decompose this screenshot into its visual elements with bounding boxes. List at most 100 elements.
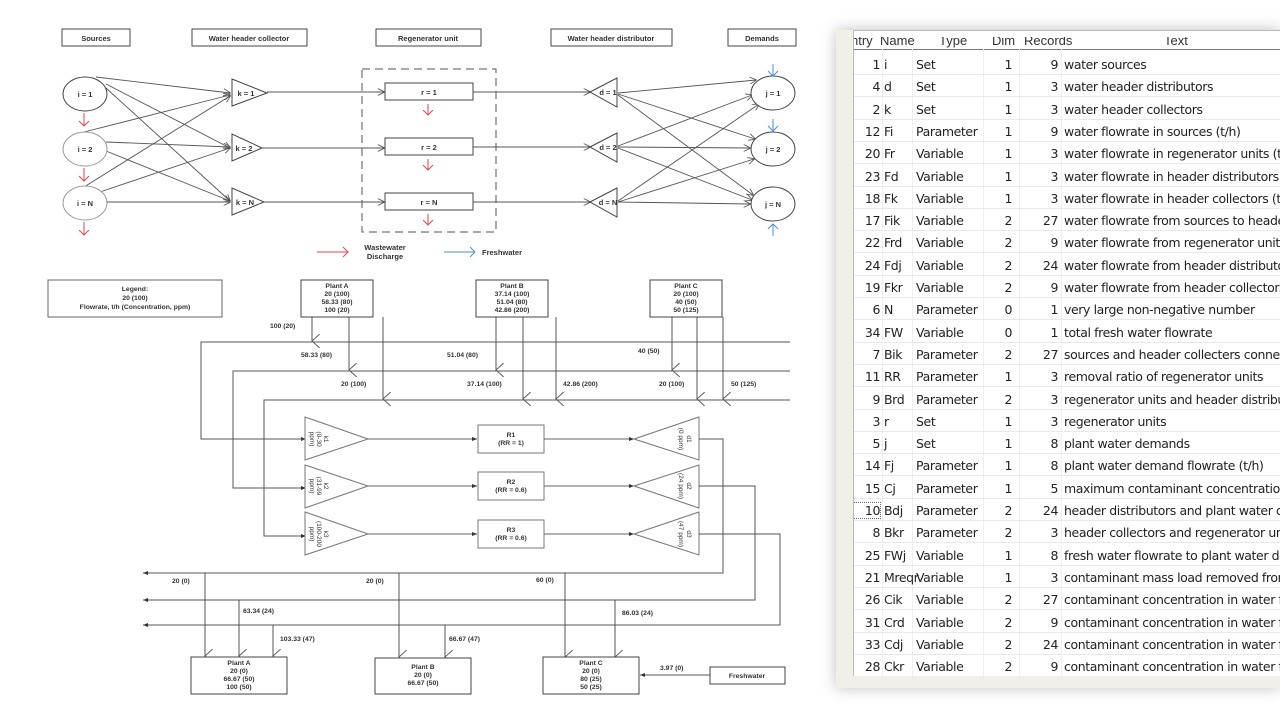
column-type[interactable]: Type — [939, 37, 968, 48]
svg-text:j = 2: j = 2 — [765, 145, 781, 154]
cell-entry: 31 — [864, 614, 881, 630]
r-to-d-links — [544, 437, 634, 536]
column-divider — [882, 49, 883, 676]
cell-type: Variable — [916, 257, 964, 273]
cell-dim: 1 — [1004, 79, 1012, 95]
svg-text:k2: k2 — [322, 483, 329, 490]
column-name[interactable]: Name — [880, 37, 915, 48]
cell-records: 27 — [1042, 592, 1059, 608]
cell-name: Bdj — [884, 503, 903, 518]
cell-records: 3 — [1050, 168, 1058, 184]
distributor-d1: d1 (0 ppm) — [632, 416, 700, 461]
water-network-diagram: Sources Water header collector Regenerat… — [47, 28, 797, 695]
svg-text:Legend:: Legend: — [122, 286, 148, 293]
cell-dim: 2 — [1004, 235, 1012, 251]
svg-text:(47 ppm): (47 ppm) — [677, 521, 684, 547]
cell-text: water flowrate from header collectors to… — [1064, 280, 1280, 295]
svg-text:d1: d1 — [685, 435, 692, 443]
cell-text: contaminant mass load removed from rege.… — [1064, 569, 1280, 585]
regenerator-wastewater-arrows — [422, 104, 434, 226]
svg-text:51.04 (80): 51.04 (80) — [497, 299, 528, 306]
distributor-d2: d2 (24 ppm) — [632, 464, 700, 509]
cell-name: Fk — [884, 190, 898, 206]
cell-name: Fi — [884, 123, 893, 139]
cell-records: 9 — [1050, 614, 1058, 630]
cell-entry: 19 — [864, 280, 881, 295]
svg-text:20 (0): 20 (0) — [414, 672, 432, 679]
cell-dim: 2 — [1004, 592, 1012, 608]
freshwater-source-box: Freshwater — [709, 666, 786, 685]
demand-plant-b: Plant B 20 (0) 66.67 (50) — [374, 657, 472, 695]
cell-text: regenerator units — [1064, 413, 1167, 429]
cell-name: Fr — [884, 146, 895, 162]
demand-node-n: j = N — [750, 186, 796, 222]
svg-text:k = N: k = N — [236, 198, 254, 207]
cell-type: Variable — [916, 213, 964, 229]
cell-type: Parameter — [916, 346, 978, 362]
column-divider — [983, 49, 984, 676]
cell-text: water flowrate in regenerator units (t/h… — [1064, 146, 1280, 162]
symbol-table[interactable]: ntry Name Type Dim Records Text 1iSet19w… — [853, 30, 1280, 676]
flow-label: 3.97 (0) — [660, 665, 683, 672]
cell-text: water flowrate in header collectors (t/h… — [1064, 190, 1280, 206]
svg-text:(31-99: (31-99 — [315, 477, 322, 496]
svg-text:r = 1: r = 1 — [421, 88, 437, 97]
svg-text:(0 ppm): (0 ppm) — [677, 428, 684, 450]
flow-label: 20 (100) — [341, 381, 366, 388]
cell-records: 27 — [1042, 213, 1059, 229]
column-records[interactable]: Records — [1024, 37, 1073, 48]
flow-label: 58.33 (80) — [301, 352, 332, 359]
column-dim[interactable]: Dim — [992, 37, 1016, 48]
regenerator-distributor-links — [473, 92, 590, 202]
cell-name: Crd — [884, 614, 905, 630]
svg-text:Plant A: Plant A — [325, 283, 348, 290]
cell-text: removal ratio of regenerator units — [1064, 369, 1264, 385]
cell-records: 9 — [1050, 280, 1058, 295]
flow-label: 51.04 (80) — [447, 352, 478, 359]
cell-dim: 1 — [1004, 123, 1012, 139]
cell-name: j — [884, 436, 888, 452]
column-entry[interactable]: ntry — [854, 37, 873, 48]
distributor-node-n: d = N — [588, 187, 618, 218]
column-text[interactable]: Text — [1164, 37, 1188, 48]
svg-text:k1: k1 — [322, 436, 329, 443]
svg-text:Flowrate, t/h (Concentration,: Flowrate, t/h (Concentration, ppm) — [80, 304, 191, 311]
source-wastewater-arrows — [78, 113, 90, 236]
svg-text:Water header collector: Water header collector — [209, 34, 290, 43]
cell-name: FW — [884, 324, 903, 340]
flow-label: 63.34 (24) — [243, 608, 274, 615]
flow-label: 40 (50) — [638, 348, 660, 355]
cell-records: 24 — [1042, 503, 1059, 518]
cell-name: r — [884, 413, 889, 429]
svg-text:80 (25): 80 (25) — [580, 676, 602, 683]
cell-name: FWj — [884, 547, 906, 563]
